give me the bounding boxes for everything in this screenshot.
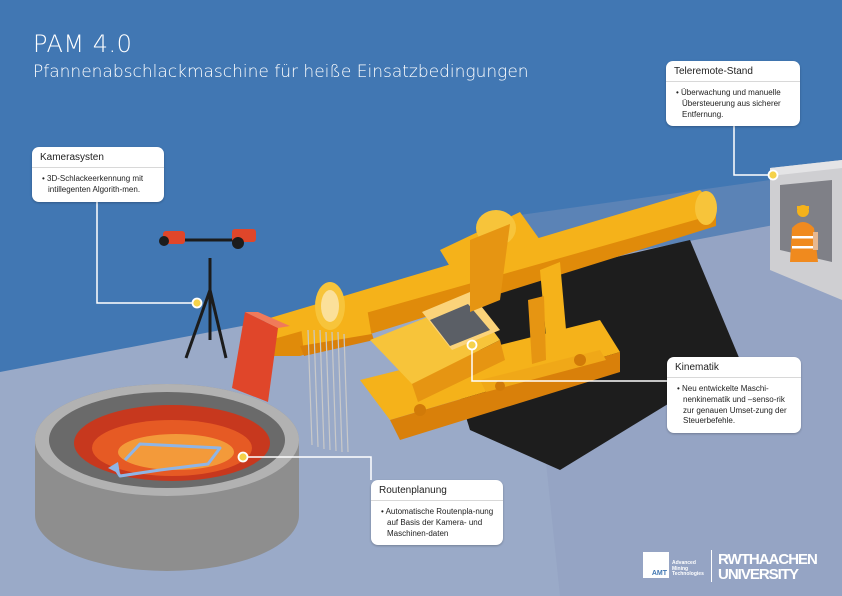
rwth-logo-line1: RWTHAACHEN (718, 551, 818, 568)
callout-title: Teleremote-Stand (666, 61, 800, 82)
callout-kamerasystem: Kamerasysten • 3D-Schlackeerkennung mit … (32, 147, 164, 202)
rwth-logo: RWTHAACHEN UNIVERSITY (718, 551, 818, 583)
camera-tripod (175, 238, 247, 359)
callout-kinematik: Kinematik • Neu entwickelte Maschi-nenki… (667, 357, 801, 434)
callout-title: Kamerasysten (32, 147, 164, 168)
callout-markers (191, 169, 779, 463)
callout-title: Kinematik (667, 357, 801, 378)
logo-divider (711, 550, 712, 582)
rwth-logo-line2: UNIVERSITY (718, 566, 799, 583)
ladle (35, 384, 299, 571)
teleremote-booth (770, 160, 842, 300)
amt-logo-text: Advanced Mining Technologies (672, 559, 704, 578)
callout-title: Routenplanung (371, 480, 503, 501)
callout-leaders (96, 117, 773, 480)
page-title: PAM 4.0 (33, 30, 133, 58)
callout-text: • Überwachung und manuelle Übersteuerung… (676, 88, 781, 119)
callout-teleremote: Teleremote-Stand • Überwachung und manue… (666, 61, 800, 127)
amt-logo: AMT Advanced Mining Technologies (643, 552, 704, 578)
camera-units (159, 229, 256, 249)
page-subtitle: Pfannenabschlackmaschine für heiße Einsa… (33, 62, 529, 82)
callout-text: • 3D-Schlackeerkennung mit intillegenten… (42, 174, 144, 194)
callout-text: • Automatische Routenpla-nung auf Basis … (381, 507, 494, 538)
callout-text: • Neu entwickelte Maschi-nenkinematik un… (677, 384, 787, 426)
machine-body (360, 210, 620, 440)
amt-logo-mark: AMT (643, 552, 669, 578)
callout-routenplanung: Routenplanung • Automatische Routenpla-n… (371, 480, 503, 546)
